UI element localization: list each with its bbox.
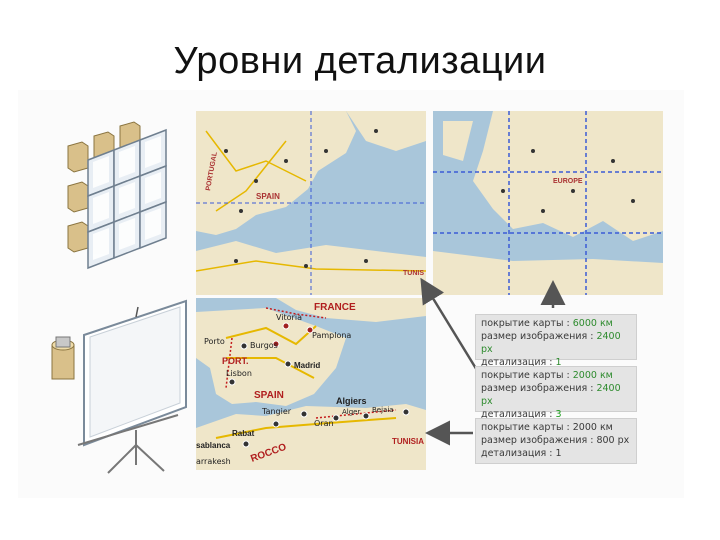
caption-size-value: 800 px [596,435,630,446]
map-label-rabat: Rabat [232,429,255,438]
map-label-vitoria: Vitoria [276,313,302,322]
caption-detail-value: 1 [555,357,562,368]
map-bottom: FRANCE Vitoria Pamplona Porto Burgos POR… [196,298,426,470]
projector-screen-icon [51,299,187,474]
map-top-left: PORTUGAL SPAIN [196,111,426,295]
caption-level-3: покрытие карты : 2000 км размер изображе… [475,418,637,464]
map-label-tunisia: TUNISIA [392,437,424,446]
caption-detail-label: детализация : [481,357,553,368]
caption-level-1: покрытие карты : 6000 км размер изображе… [475,314,637,368]
caption-detail-value: 3 [555,409,562,420]
map-label-madrid: Madrid [294,361,320,370]
map-label-france: FRANCE [314,302,356,313]
map-label-marrakesh: arrakesh [196,457,231,466]
map-label-oran: Oran [314,419,334,428]
caption-coverage-value: 6000 км [572,318,613,329]
map-label-spain: SPAIN [256,192,280,201]
caption-size-label: размер изображения : [481,331,594,342]
arrow-icon [420,277,566,446]
caption-coverage-value: 2000 км [572,422,613,433]
caption-coverage-label: покрытие карты : [481,422,570,433]
map-label-alger: Alger [342,408,360,416]
caption-level-2: покрытие карты : 2000 км размер изображе… [475,366,637,420]
map-label-pamplona: Pamplona [312,331,351,340]
map-label-spain-bottom: SPAIN [254,390,284,401]
map-label-porto: Porto [204,337,225,346]
caption-size-label: размер изображения : [481,383,594,394]
video-wall-icon [67,121,167,270]
caption-detail-value: 1 [555,448,562,459]
caption-size-label: размер изображения : [481,435,594,446]
map-label-casablanca: sablanca [196,441,231,450]
map-label-bejaia: Bejaia [372,406,394,414]
caption-size-value: 2400 px [481,331,621,355]
map-label-europe: EUROPE [553,178,583,185]
caption-detail-label: детализация : [481,409,553,420]
caption-size-value: 2400 px [481,383,621,407]
caption-detail-label: детализация : [481,448,553,459]
slide-title: Уровни детализации [173,40,547,82]
map-top-right: EUROPE [433,111,663,295]
map-label-burgos: Burgos [250,341,278,350]
map-label-lisbon: Lisbon [226,369,252,378]
caption-coverage-label: покрытие карты : [481,370,570,381]
map-label-algiers: Algiers [336,396,367,406]
map-label-tangier: Tangier [261,407,292,416]
map-label-port: PORT. [222,356,249,366]
caption-coverage-value: 2000 км [572,370,613,381]
figure: PORTUGAL SPAIN EUROPE TUNIS [18,90,684,498]
map-top-right-tag: TUNIS [403,270,424,277]
caption-coverage-label: покрытие карты : [481,318,570,329]
